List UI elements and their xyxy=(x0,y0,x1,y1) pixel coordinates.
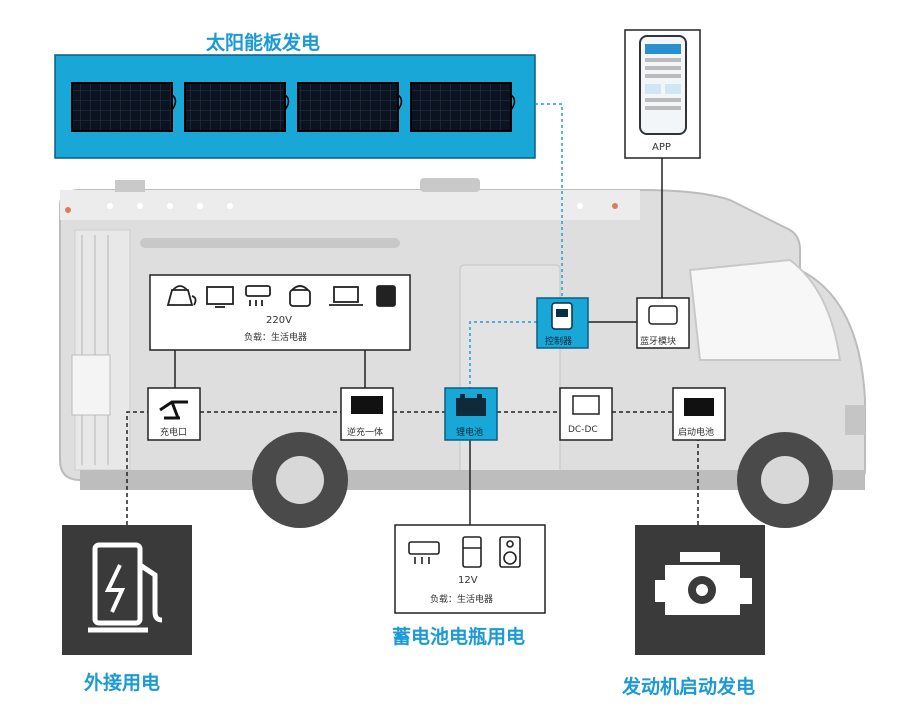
solar-panel-3 xyxy=(297,82,399,132)
engine-power-title: 发动机启动发电 xyxy=(622,676,756,698)
kettle-icon xyxy=(166,285,197,306)
battery-icon xyxy=(456,398,486,416)
solar-panels xyxy=(71,82,516,132)
fridge-icon xyxy=(462,536,482,568)
external-power-title: 外接用电 xyxy=(84,672,161,694)
inverter-icon xyxy=(351,396,383,414)
plug-icon xyxy=(159,400,188,420)
bluetooth-label: 蓝牙模块 xyxy=(640,337,677,347)
dc-load-icons xyxy=(408,536,521,568)
solar-panel-1 xyxy=(71,82,173,132)
rv-body xyxy=(59,178,866,528)
connection-lines xyxy=(126,103,699,525)
battery-use-title: 蓄电池电瓶用电 xyxy=(392,626,526,648)
charge-port-label: 充电口 xyxy=(160,428,188,438)
solar-title: 太阳能板发电 xyxy=(206,32,321,54)
tv-icon xyxy=(206,286,234,308)
ac-load-box xyxy=(149,274,411,351)
air-conditioner-icon xyxy=(408,541,440,564)
dcdc-icon xyxy=(572,395,600,415)
speaker-icon xyxy=(499,536,521,568)
dc-voltage: 12V xyxy=(458,575,478,586)
inverter-charger-label: 逆充一体 xyxy=(347,428,384,438)
laptop-icon xyxy=(329,286,363,306)
rice-cooker-icon xyxy=(289,285,311,307)
charging-station-icon xyxy=(88,542,163,633)
ac-load-caption: 负载：生活电器 xyxy=(244,333,308,343)
ac-load-icons xyxy=(166,285,396,308)
solar-panel-2 xyxy=(184,82,286,132)
solar-panel-4 xyxy=(410,82,512,132)
controller-label: 控制器 xyxy=(545,337,573,347)
house-battery-label: 锂电池 xyxy=(456,428,484,438)
air-conditioner-icon xyxy=(245,285,271,306)
app-label: APP xyxy=(652,142,671,153)
dc-load-caption: 负载：生活电器 xyxy=(430,595,494,605)
starter-battery-icon xyxy=(684,398,714,416)
bluetooth-module-icon xyxy=(648,305,678,325)
dcdc-label: DC-DC xyxy=(568,425,598,435)
engine-icon xyxy=(655,552,752,615)
ac-voltage: 220V xyxy=(266,315,292,326)
starter-battery-label: 启动电池 xyxy=(678,428,715,438)
charge-port-node xyxy=(147,387,201,441)
microwave-icon xyxy=(376,285,396,307)
